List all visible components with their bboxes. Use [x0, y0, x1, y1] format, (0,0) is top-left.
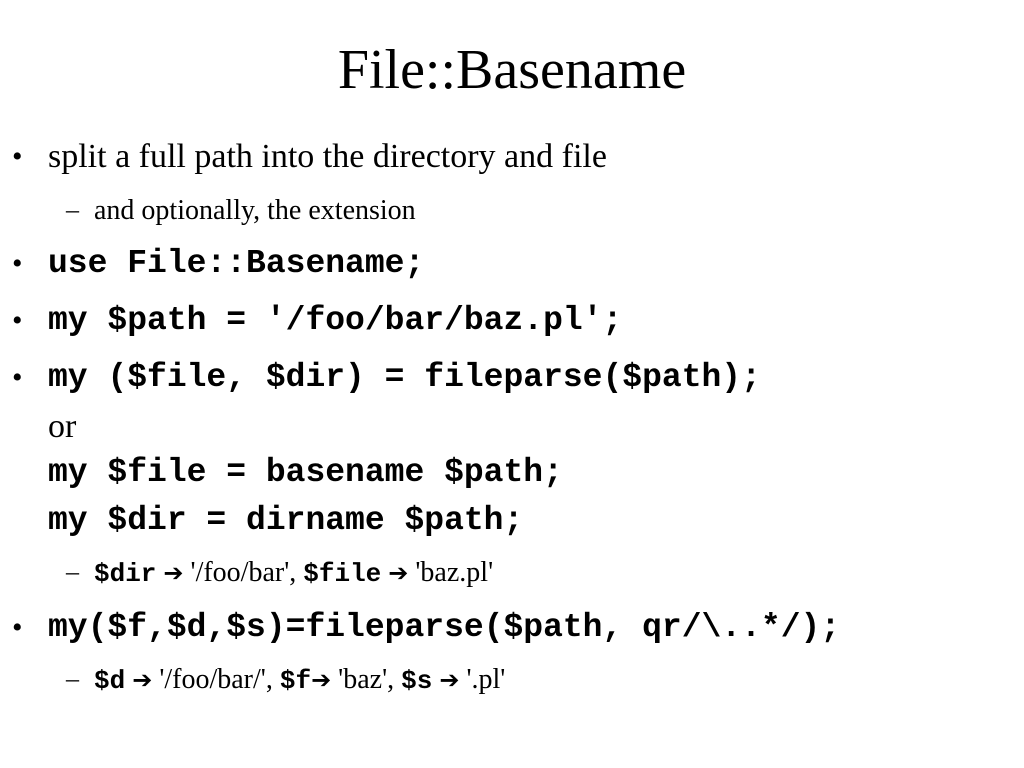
bullet-4-code-basename: my $file = basename $path;	[48, 454, 563, 491]
bullet-marker: •	[12, 247, 23, 280]
var-s: $s	[401, 666, 433, 696]
slide-title: File::Basename	[337, 39, 687, 101]
bullet-4-sub-text: $dir ➔ '/foo/bar', $file ➔ 'baz.pl'	[94, 557, 493, 589]
bullet-4-or: or	[48, 408, 77, 445]
var-file: $file	[303, 559, 382, 589]
bullet-marker: •	[12, 361, 23, 394]
bullet-marker: •	[12, 140, 23, 173]
bullet-5-sub-text: $d ➔ '/foo/bar/', $f➔ 'baz', $s ➔ '.pl'	[94, 664, 505, 696]
bullet-marker: •	[12, 304, 23, 337]
value-s: '.pl'	[466, 664, 506, 695]
arrow-right-icon: ➔	[311, 666, 332, 694]
arrow-right-icon: ➔	[439, 666, 460, 694]
bullet-4-code-fileparse: my ($file, $dir) = fileparse($path);	[48, 359, 761, 396]
var-dir: $dir	[94, 559, 157, 589]
dash-marker: –	[66, 664, 79, 693]
value-file: 'baz.pl'	[415, 557, 494, 588]
dash-marker: –	[66, 195, 79, 224]
arrow-right-icon: ➔	[163, 559, 184, 587]
var-d: $d	[94, 666, 126, 696]
bullet-5-code: my($f,$d,$s)=fileparse($path, qr/\..*/);	[48, 609, 841, 646]
bullet-4-code-dirname: my $dir = dirname $path;	[48, 502, 524, 539]
var-f: $f	[279, 666, 312, 696]
value-dir: '/foo/bar',	[190, 557, 297, 588]
value-d: '/foo/bar/',	[159, 664, 273, 695]
arrow-right-icon: ➔	[132, 666, 153, 694]
bullet-1-sub-text: and optionally, the extension	[94, 195, 416, 226]
bullet-1-text: split a full path into the directory and…	[48, 138, 607, 175]
dash-marker: –	[66, 557, 79, 586]
bullet-3-code: my $path = '/foo/bar/baz.pl';	[48, 302, 623, 339]
value-f: 'baz',	[338, 664, 395, 695]
arrow-right-icon: ➔	[388, 559, 409, 587]
bullet-marker: •	[12, 611, 23, 644]
bullet-2-code: use File::Basename;	[48, 245, 425, 282]
